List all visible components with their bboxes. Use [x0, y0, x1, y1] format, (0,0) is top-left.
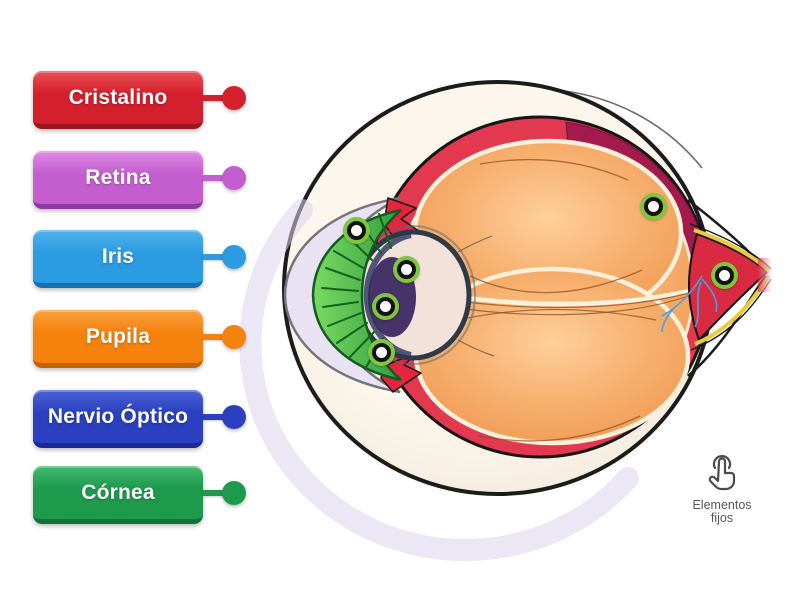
fixed-elements-label-line2: fijos [710, 511, 734, 525]
connector-dot [222, 244, 246, 269]
label-text: Nervio Óptico [47, 404, 189, 428]
connector-dot [222, 165, 246, 190]
label-cristalino[interactable]: Cristalino [33, 71, 246, 129]
pin-core [346, 220, 366, 240]
connector-stem [203, 174, 229, 181]
pin-core [375, 296, 395, 316]
connector-stem [203, 253, 229, 260]
connector-dot [222, 85, 246, 110]
connector-dot [222, 404, 246, 429]
pin-marker-3[interactable] [371, 292, 399, 320]
pin-marker-2[interactable] [392, 255, 420, 283]
connector-stem [203, 489, 229, 496]
pin-marker-1[interactable] [342, 216, 370, 244]
label-nervio-optico[interactable]: Nervio Óptico [33, 390, 246, 448]
label-text: Retina [85, 165, 151, 189]
pin-core [396, 259, 416, 279]
label-text: Pupila [85, 324, 151, 348]
connector-dot [222, 324, 246, 349]
pin-core [371, 342, 391, 362]
pin-marker-6[interactable] [710, 261, 738, 289]
label-text: Iris [101, 244, 135, 268]
pin-marker-5[interactable] [639, 192, 667, 220]
label-text: Córnea [81, 480, 155, 504]
pin-marker-4[interactable] [367, 338, 395, 366]
connector-stem [203, 413, 229, 420]
tap-hand-icon [708, 455, 736, 491]
connector-dot [222, 480, 246, 505]
label-iris[interactable]: Iris [33, 230, 246, 288]
pin-core [643, 196, 663, 216]
connector-stem [203, 333, 229, 340]
pin-core [714, 265, 734, 285]
fixed-elements-label-line1: Elementos [692, 498, 752, 512]
fixed-elements-legend: Elementos fijos [672, 452, 772, 526]
label-cornea[interactable]: Córnea [33, 466, 246, 524]
label-text: Cristalino [68, 85, 168, 109]
connector-stem [203, 94, 229, 101]
label-retina[interactable]: Retina [33, 151, 246, 209]
label-pupila[interactable]: Pupila [33, 310, 246, 368]
